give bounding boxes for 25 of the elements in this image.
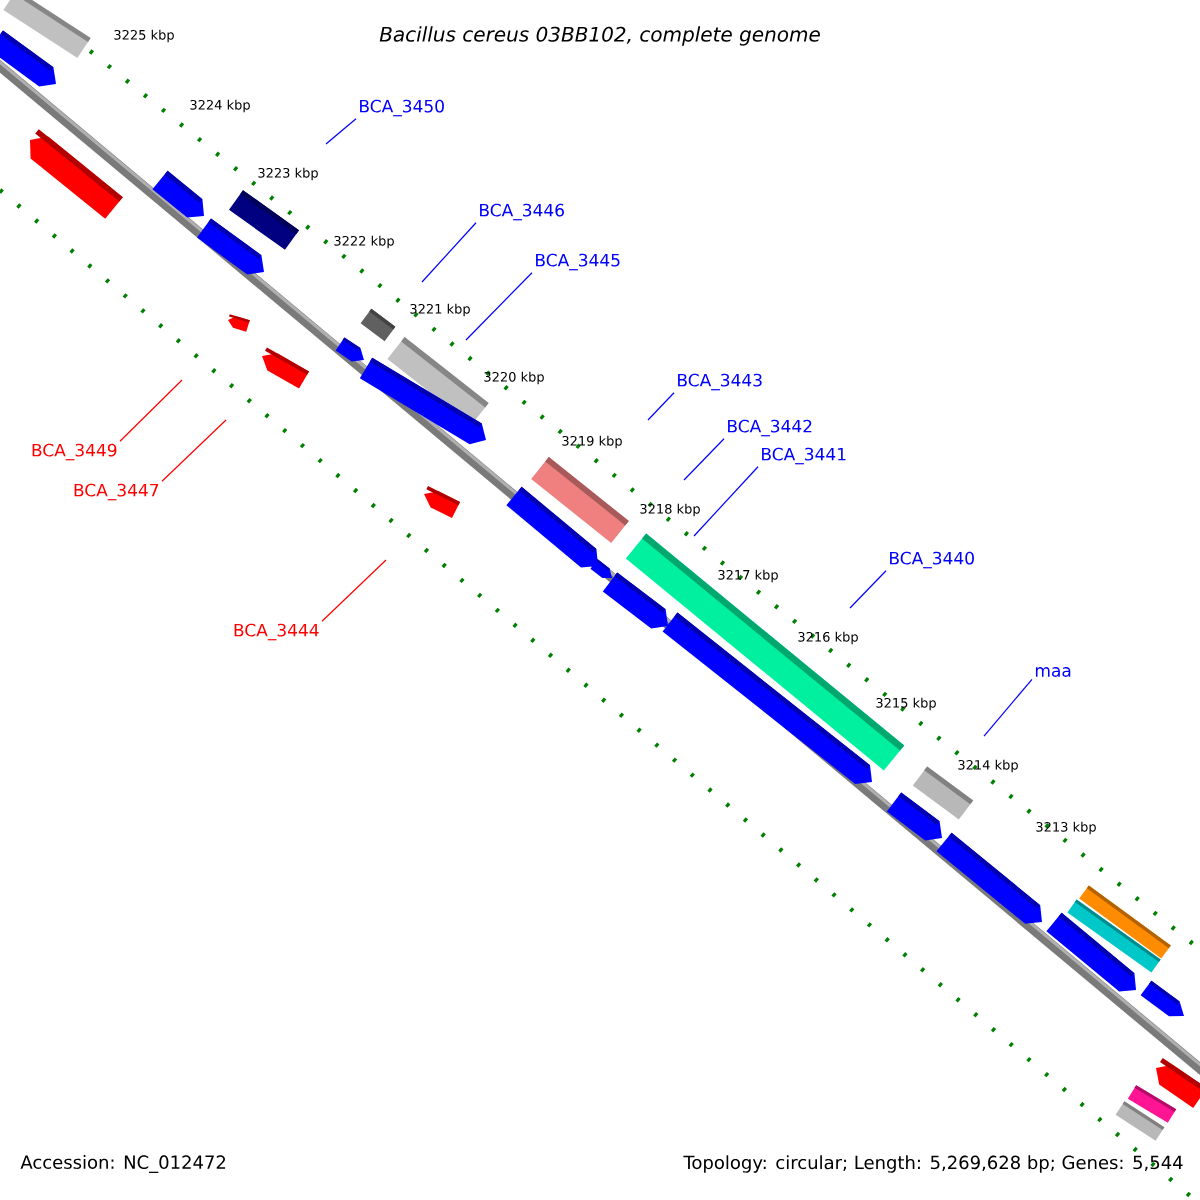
title: Bacillus cereus 03BB102, complete genome	[379, 26, 820, 46]
leader-line	[325, 118, 357, 145]
leader-line	[119, 379, 183, 442]
leader-line	[421, 222, 477, 283]
gene-label: BCA_3447	[74, 483, 159, 501]
gene-label: BCA_3440	[890, 551, 974, 569]
leader-line	[647, 392, 675, 421]
gene-label: BCA_3443	[678, 373, 762, 391]
leader-line	[321, 559, 387, 622]
gene-label: BCA_3442	[728, 419, 812, 437]
gene-label: maa	[1035, 667, 1071, 677]
gene-label: BCA_3441	[762, 447, 846, 465]
leader-line	[849, 570, 887, 609]
gene-label: BCA_3446	[480, 203, 564, 221]
leader-line	[465, 272, 533, 341]
accession-text: Accession: NC_012472	[20, 1155, 226, 1173]
leader-line	[983, 678, 1033, 737]
genome-info-text: Topology: circular; Length: 5,269,628 bp; Genes: 5,544	[683, 1155, 1183, 1173]
gene-label: BCA_3450	[360, 99, 444, 117]
leader-line	[683, 438, 725, 481]
gene-label: BCA_3449	[32, 443, 117, 461]
leader-line	[693, 466, 759, 537]
leader-line	[161, 419, 227, 482]
gene-label: BCA_3444	[234, 623, 319, 641]
gene-label: BCA_3445	[536, 253, 620, 271]
